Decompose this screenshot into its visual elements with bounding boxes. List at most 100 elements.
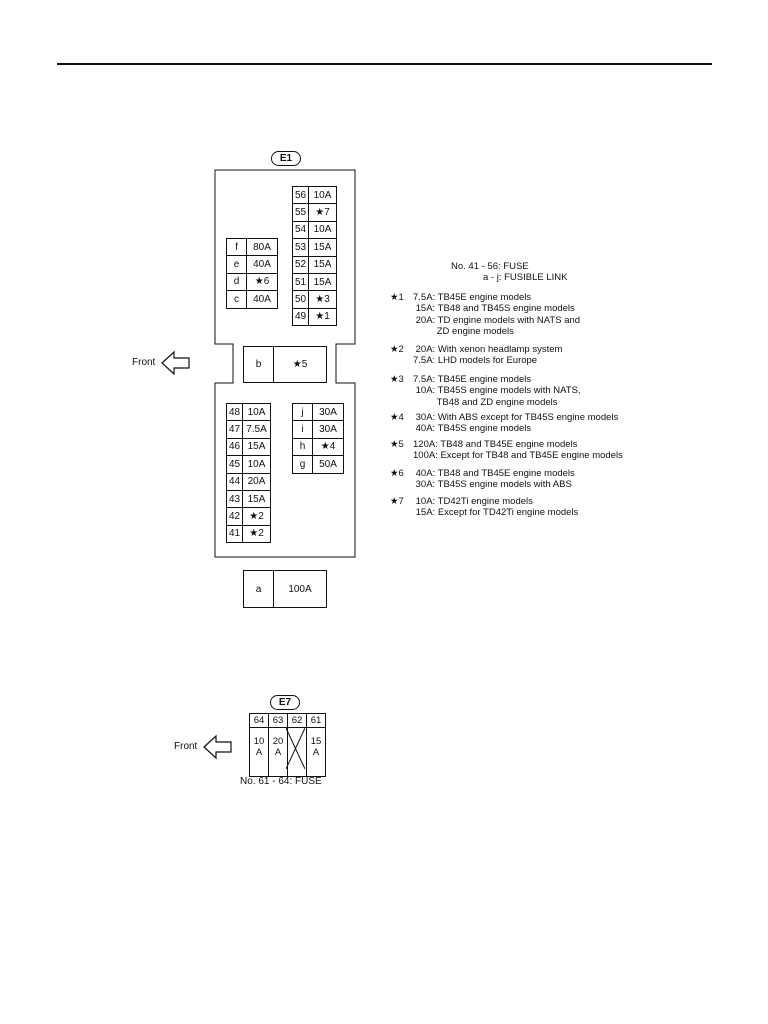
fuse-rating: 10A xyxy=(308,185,337,205)
fuse-number: i xyxy=(292,420,313,439)
e7-empty-slot-cross xyxy=(286,728,305,769)
fuse-number: 54 xyxy=(292,220,309,240)
legend-fuse-range: No. 41 - 56: FUSE xyxy=(451,261,529,272)
fuse-rating: 40A xyxy=(246,255,278,274)
fuse-number: 48 xyxy=(226,402,243,422)
e1-front-label: Front xyxy=(132,357,156,368)
fuse-rating: 50A xyxy=(312,455,344,474)
link-rating: ★5 xyxy=(273,346,327,383)
star-note-marker: ★3 xyxy=(390,374,404,385)
star-note-text: 10A: TD42Ti engine models 15A: Except fo… xyxy=(415,496,579,519)
fuse-number: g xyxy=(292,455,313,474)
fuse-number: 47 xyxy=(226,420,243,439)
star-note-marker: ★7 xyxy=(390,496,404,507)
fuse-number: 51 xyxy=(292,272,309,292)
star-note-marker: ★5 xyxy=(390,439,404,450)
fuse-rating: ★2 xyxy=(242,524,271,544)
link-number: b xyxy=(243,346,274,383)
fuse-rating: 10 A xyxy=(249,727,269,777)
e1-middle-link-table: b ★5 xyxy=(243,346,327,383)
star-note-text: 20A: With xenon headlamp system 7.5A: LH… xyxy=(413,344,563,367)
fuse-rating: ★7 xyxy=(308,203,337,222)
page-header-rule xyxy=(57,63,712,65)
fuse-rating: 30A xyxy=(312,402,344,422)
fuse-rating: 40A xyxy=(246,290,278,309)
star-note-text: 40A: TB48 and TB45E engine models 30A: T… xyxy=(415,468,575,491)
fuse-number: 43 xyxy=(226,489,243,509)
fuse-rating: 15A xyxy=(308,272,337,292)
fuse-number: d xyxy=(226,272,247,292)
fuse-rating: ★1 xyxy=(308,307,337,327)
e7-connector-tag: E7 xyxy=(270,695,300,710)
star-note-marker: ★1 xyxy=(390,292,404,303)
e7-caption: No. 61 - 64: FUSE xyxy=(240,776,322,787)
star-note-marker: ★6 xyxy=(390,468,404,479)
fuse-row: 50★3 xyxy=(292,290,337,309)
fuse-number: 45 xyxy=(226,455,243,474)
fuse-rating: 15 A xyxy=(306,727,326,777)
fuse-rating: 15A xyxy=(242,437,271,457)
fuse-rating: 15A xyxy=(242,489,271,509)
legend-link-range: a - j: FUSIBLE LINK xyxy=(483,272,568,283)
fuse-row: 41★2 xyxy=(226,524,271,544)
front-arrow-icon xyxy=(203,734,232,760)
fuse-number: 64 xyxy=(249,713,269,728)
fuse-row: 49★1 xyxy=(292,307,337,327)
fuse-number: 55 xyxy=(292,203,309,222)
fuse-row: h★4 xyxy=(292,437,344,457)
fuse-rating: ★4 xyxy=(312,437,344,457)
star-note-text: 30A: With ABS except for TB45S engine mo… xyxy=(415,412,619,435)
e7-front-label: Front xyxy=(174,741,198,752)
fuse-number: 42 xyxy=(226,507,243,526)
fuse-rating: 10A xyxy=(242,402,271,422)
fuse-rating: 15A xyxy=(308,238,337,257)
fuse-number: 41 xyxy=(226,524,243,544)
fuse-rating: 10A xyxy=(242,455,271,474)
fuse-number: 53 xyxy=(292,238,309,257)
fuse-number: f xyxy=(226,237,247,257)
fuse-rating: 80A xyxy=(246,237,278,257)
fuse-rating: 20 A xyxy=(268,727,288,777)
fuse-number: 46 xyxy=(226,437,243,457)
fuse-rating: ★2 xyxy=(242,507,271,526)
fuse-number: 61 xyxy=(306,713,326,728)
e1-connector-tag: E1 xyxy=(271,151,301,166)
fuse-rating: ★3 xyxy=(308,290,337,309)
fuse-rating: 7.5A xyxy=(242,420,271,439)
star-note-marker: ★2 xyxy=(390,344,404,355)
star-note-text: 7.5A: TB45E engine models 15A: TB48 and … xyxy=(413,292,581,337)
link-number: a xyxy=(243,570,274,608)
fuse-rating: 15A xyxy=(308,255,337,274)
fuse-rating: 20A xyxy=(242,472,271,491)
star-note-text: 7.5A: TB45E engine models 10A: TB45S eng… xyxy=(413,374,581,408)
e1-separate-link-table: a 100A xyxy=(243,570,327,608)
fuse-row: d★6 xyxy=(226,272,278,292)
star-note-text: 120A: TB48 and TB45E engine models 100A:… xyxy=(413,439,623,462)
fuse-number: 56 xyxy=(292,185,309,205)
fuse-row: 55★7 xyxy=(292,203,337,222)
star-note-marker: ★4 xyxy=(390,412,404,423)
fuse-number: 52 xyxy=(292,255,309,274)
fuse-rating: 10A xyxy=(308,220,337,240)
